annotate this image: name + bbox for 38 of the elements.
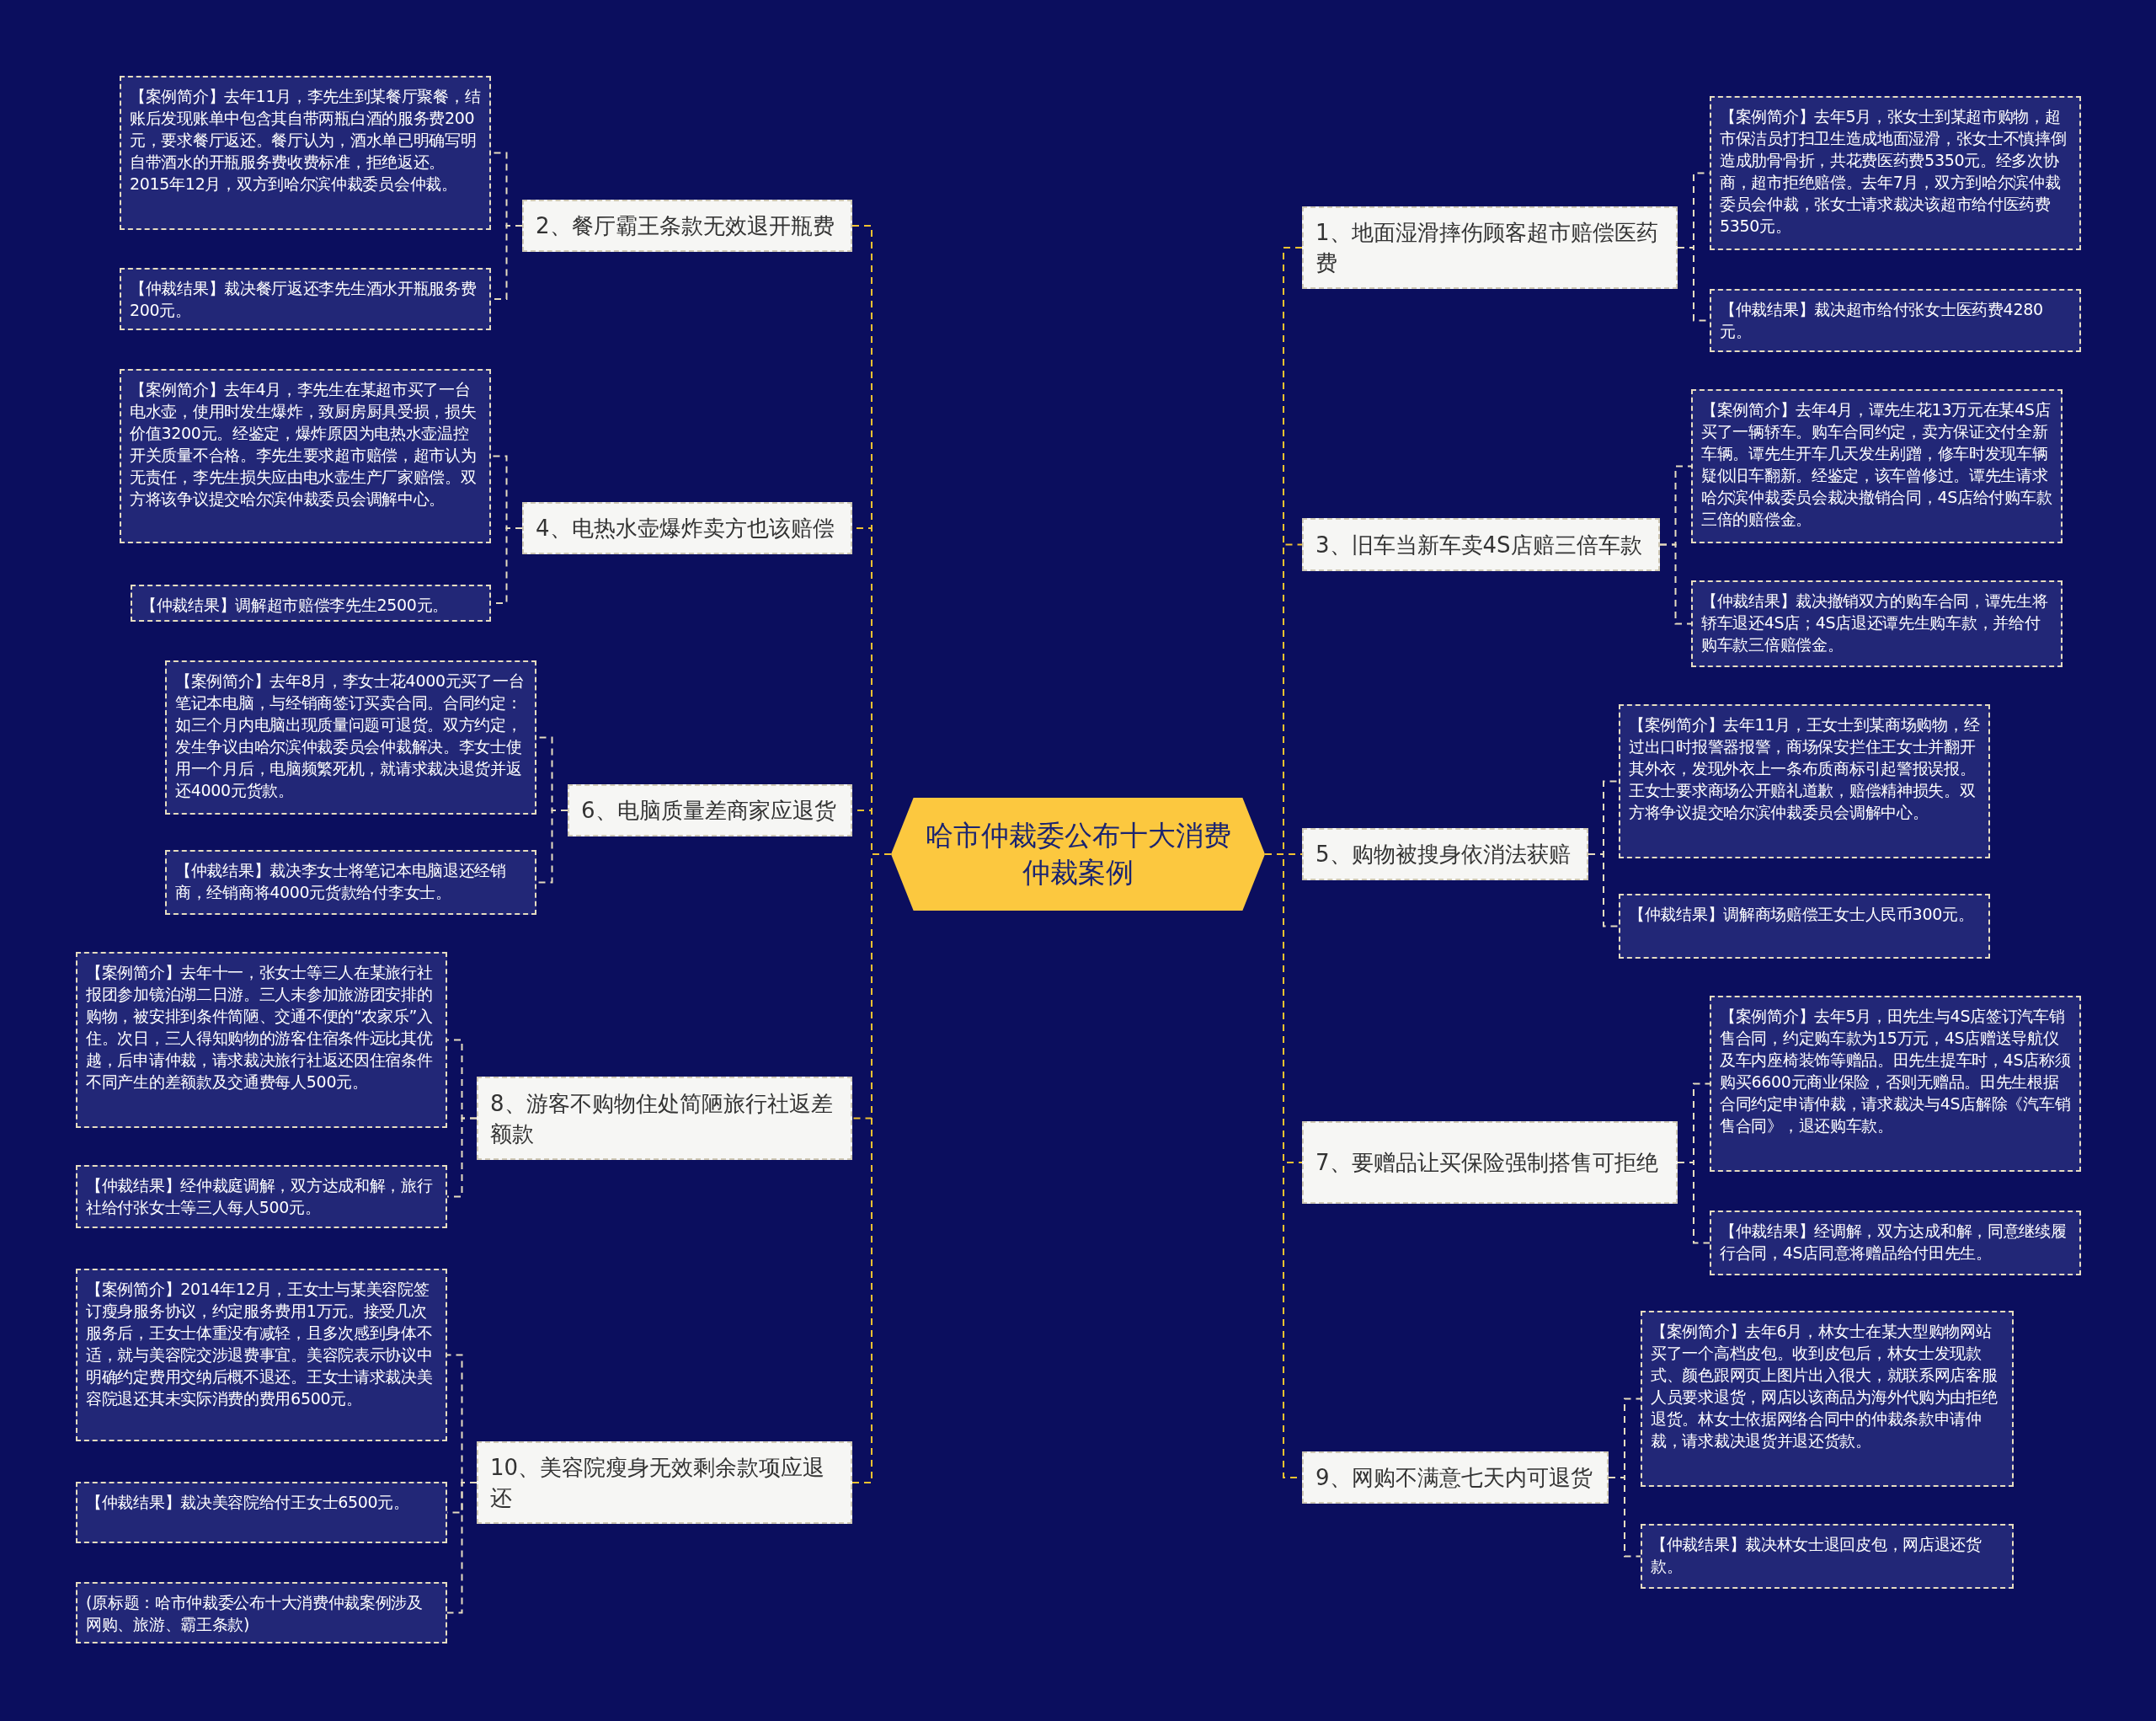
topic-box: 1、地面湿滑摔伤顾客超市赔偿医药费: [1302, 206, 1678, 289]
case-note-box: 【仲裁结果】调解超市赔偿李先生2500元。: [131, 585, 491, 622]
topic-box: 7、要赠品让买保险强制搭售可拒绝: [1302, 1121, 1678, 1204]
topic-box: 2、餐厅霸王条款无效退开瓶费: [522, 200, 852, 252]
case-note-box: 【案例简介】2014年12月，王女士与某美容院签订瘦身服务协议，约定服务费用1万元。接受几次服务后，王女士体重没有减轻，且多次感到身体不适，就与美容院交涉退费事宜。美容院表示协议中明确约定费用交纳后概不退还。王女士请求裁决美容院退还其未实际消费的费用6500元。: [76, 1269, 447, 1441]
connector-line: [446, 1482, 478, 1614]
topic-box: 4、电热水壶爆炸卖方也该赔偿: [522, 502, 852, 554]
case-note-box: 【仲裁结果】裁决餐厅返还李先生酒水开瓶服务费200元。: [120, 268, 491, 330]
case-note-box: (原标题：哈市仲裁委公布十大消费仲裁案例涉及网购、旅游、霸王条款): [76, 1582, 447, 1644]
case-note-box: 【仲裁结果】裁决超市给付张女士医药费4280元。: [1710, 289, 2081, 352]
case-note-box: 【案例简介】去年5月，田先生与4S店签订汽车销售合同，约定购车款为15万元，4S店赠送导航仪及车内座椅装饰等赠品。田先生提车时，4S店称须购买6600元商业保险，否则无赠品。田先生根据合同约定申请仲裁，请求裁决与4S店解除《汽车销售合同》，退还购车款。: [1710, 996, 2081, 1172]
case-note-box: 【案例简介】去年11月，李先生到某餐厅聚餐，结账后发现账单中包含其自带两瓶白酒的服务费200元，要求餐厅返还。餐厅认为，酒水单已明确写明自带酒水的开瓶服务费收费标准，拒绝返还。2015年12月，双方到哈尔滨仲裁委员会仲裁。: [120, 76, 491, 230]
connector-line: [1659, 543, 1692, 625]
case-note-box: 【仲裁结果】裁决撤销双方的购车合同，谭先生将轿车退还4S店；4S店退还谭先生购车款，并给付购车款三倍赔偿金。: [1691, 580, 2063, 667]
case-note-box: 【仲裁结果】经调解，双方达成和解，同意继续履行合同，4S店同意将赠品给付田先生。: [1710, 1211, 2081, 1275]
case-note-box: 【案例简介】去年4月，谭先生花13万元在某4S店买了一辆轿车。购车合同约定，卖方保证交付全新车辆。谭先生开车几天发生剐蹭，修车时发现车辆疑似旧车翻新。经鉴定，该车曾修过。谭先生请求哈尔滨仲裁委员会裁决撤销合同，4S店给付购车款三倍的赔偿金。: [1691, 389, 2063, 543]
topic-box: 3、旧车当新车卖4S店赔三倍车款: [1302, 518, 1660, 571]
connector-line: [1608, 1477, 1641, 1558]
case-note-box: 【案例简介】去年6月，林女士在某大型购物网站买了一个高档皮包。收到皮包后，林女士发现款式、颜色跟网页上图片出入很大，就联系网店客服人员要求退货，网店以该商品为海外代购为由拒绝退货。林女士依据网络合同中的仲裁条款申请仲裁，请求裁决退货并退还货款。: [1641, 1311, 2014, 1487]
case-note-box: 【案例简介】去年十一，张女士等三人在某旅行社报团参加镜泊湖二日游。三人未参加旅游团安排的购物，被安排到条件简陋、交通不便的“农家乐”入住。次日，三人得知购物的游客住宿条件远比其优越，后申请仲裁，请求裁决旅行社返还因住宿条件不同产生的差额款及交通费每人500元。: [76, 952, 447, 1128]
case-note-box: 【仲裁结果】调解商场赔偿王女士人民币300元。: [1619, 894, 1990, 959]
topic-box: 5、购物被搜身依消法获赔: [1302, 828, 1588, 880]
central-topic-hexagon: 哈市仲裁委公布十大消费仲裁案例: [891, 798, 1265, 911]
topic-box: 9、网购不满意七天内可退货: [1302, 1451, 1609, 1504]
case-note-box: 【案例简介】去年5月，张女士到某超市购物，超市保洁员打扫卫生造成地面湿滑，张女士不慎摔倒造成肋骨骨折，共花费医药费5350元。经多次协商，超市拒绝赔偿。去年7月，双方到哈尔滨仲裁委员会仲裁，张女士请求裁决该超市给付医药费5350元。: [1710, 96, 2081, 250]
case-note-box: 【仲裁结果】裁决李女士将笔记本电脑退还经销商，经销商将4000元货款给付李女士。: [165, 850, 536, 915]
case-note-box: 【案例简介】去年4月，李先生在某超市买了一台电水壶，使用时发生爆炸，致厨房厨具受损，损失价值3200元。经鉴定，爆炸原因为电热水壶温控开关质量不合格。李先生要求超市赔偿，超市认为无责任，李先生损失应由电水壶生产厂家赔偿。双方将该争议提交哈尔滨仲裁委员会调解中心。: [120, 369, 491, 543]
case-note-box: 【仲裁结果】裁决美容院给付王女士6500元。: [76, 1482, 447, 1543]
topic-box: 10、美容院瘦身无效剩余款项应退还: [477, 1441, 852, 1524]
case-note-box: 【仲裁结果】裁决林女士退回皮包，网店退还货款。: [1641, 1524, 2014, 1589]
topic-box: 6、电脑质量差商家应退货: [568, 784, 852, 836]
case-note-box: 【仲裁结果】经仲裁庭调解，双方达成和解，旅行社给付张女士等三人每人500元。: [76, 1165, 447, 1228]
case-note-box: 【案例简介】去年11月，王女士到某商场购物，经过出口时报警器报警，商场保安拦住王女士并翻开其外衣，发现外衣上一条布质商标引起警报误报。王女士要求商场公开赔礼道歉，赔偿精神损失。双方将争议提交哈尔滨仲裁委员会调解中心。: [1619, 704, 1990, 858]
connector-line: [446, 1117, 478, 1198]
connector-line: [1588, 853, 1620, 927]
connector-line: [1677, 1162, 1710, 1244]
topic-box: 8、游客不购物住处简陋旅行社返差额款: [477, 1077, 852, 1160]
case-note-box: 【案例简介】去年8月，李女士花4000元买了一台笔记本电脑，与经销商签订买卖合同。合同约定：如三个月内电脑出现质量问题可退货。双方约定，发生争议由哈尔滨仲裁委员会仲裁解决。李女士使用一个月后，电脑频繁死机，就请求裁决退货并返还4000元货款。: [165, 660, 536, 815]
